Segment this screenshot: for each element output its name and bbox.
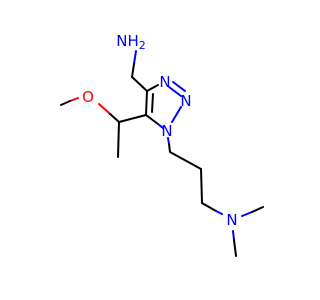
bond-nh2-ch2	[133, 50, 137, 65]
bond-c5-n1	[145, 114, 159, 125]
bond-n1-c5-part	[157, 123, 164, 129]
atom-label-n-ring-3: N	[159, 73, 170, 91]
nh2-text: NH	[116, 32, 139, 50]
bond-n3-c4	[146, 84, 159, 92]
bond-n1-n2	[171, 106, 182, 123]
bond-ch2-ch2	[131, 63, 135, 78]
bond-ch-o	[98, 103, 110, 114]
bond-ch2-c4	[131, 76, 148, 92]
bond-n2-n3	[168, 86, 182, 97]
bond-chain-4	[201, 202, 217, 212]
atom-label-o: O	[82, 88, 94, 106]
molecule-structure: NH2 O N N N N	[60, 32, 264, 257]
bond-n1-chain	[167, 137, 170, 145]
bond-n-me1	[241, 211, 253, 217]
bond-o-ch3	[69, 97, 79, 102]
bond-c4-c5	[145, 90, 148, 116]
bond-o-ch3-carbon	[60, 100, 71, 106]
nh2-subscript: 2	[139, 39, 146, 52]
atom-label-n-amine: N	[226, 211, 237, 229]
bond-chain-1	[168, 143, 171, 153]
bond-c4-c5-double	[151, 93, 154, 113]
bond-n2-n3-double	[172, 81, 186, 92]
bond-n-me2-carbon	[233, 239, 237, 257]
bond-chain-n	[215, 210, 223, 215]
atom-label-nh2: NH2	[116, 32, 146, 52]
bond-ch-o-part	[108, 112, 120, 123]
bond-chain-3	[200, 168, 203, 204]
bond-n-me1-carbon	[251, 206, 264, 213]
bond-n-me2	[232, 230, 235, 241]
bond-ch-ch3	[117, 121, 120, 158]
bond-c5-ch	[118, 114, 147, 123]
atom-label-n-ring-2: N	[180, 92, 191, 110]
atom-label-n-ring-1: N	[161, 122, 172, 140]
bond-chain-2	[169, 151, 202, 170]
